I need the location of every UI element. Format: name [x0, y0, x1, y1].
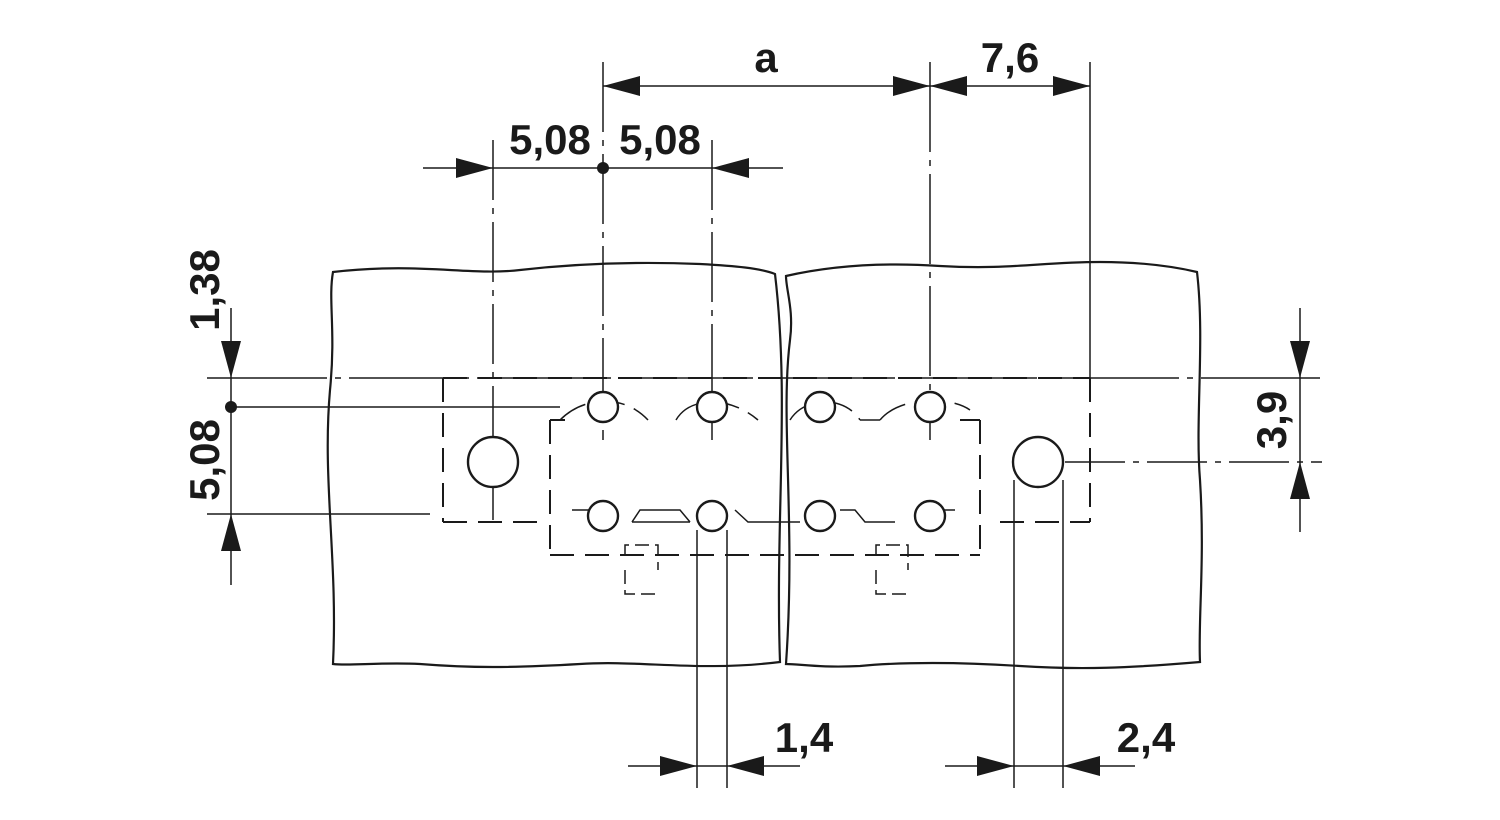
holes: [466, 390, 1065, 533]
footprints: [442, 377, 1091, 595]
board-left-outline: [326, 261, 783, 669]
dim-3-9-label: 3,9: [1248, 391, 1295, 449]
dim-5-08-left-label: 5,08: [509, 116, 591, 163]
dim-5-08-right-label: 5,08: [619, 116, 701, 163]
pin-hole: [913, 390, 947, 424]
dim-a-label: a: [754, 34, 778, 81]
dim-2-4-label: 2,4: [1117, 714, 1176, 761]
pin-hole: [695, 390, 729, 424]
extension-lines: [207, 62, 1322, 788]
pin-hole: [803, 499, 837, 533]
dim-7-6-label: 7,6: [981, 34, 1039, 81]
pin-hole: [695, 499, 729, 533]
dim-1-38-label: 1,38: [181, 249, 228, 331]
dimension-labels: a 7,6 5,08 5,08 1,38 5,08 3,9 1,4 2,4: [181, 34, 1295, 761]
dimension-lines: [221, 76, 1310, 776]
board-outlines: [326, 260, 1203, 670]
mounting-hole-right: [1011, 435, 1065, 489]
dim-5-08-vertical-label: 5,08: [181, 419, 228, 501]
pin-hole: [586, 499, 620, 533]
pin-hole: [913, 499, 947, 533]
mounting-hole-left: [466, 435, 520, 489]
dim-1-4-label: 1,4: [775, 714, 834, 761]
board-right-outline: [784, 260, 1203, 670]
pin-hole: [803, 390, 837, 424]
pin-hole: [586, 390, 620, 424]
